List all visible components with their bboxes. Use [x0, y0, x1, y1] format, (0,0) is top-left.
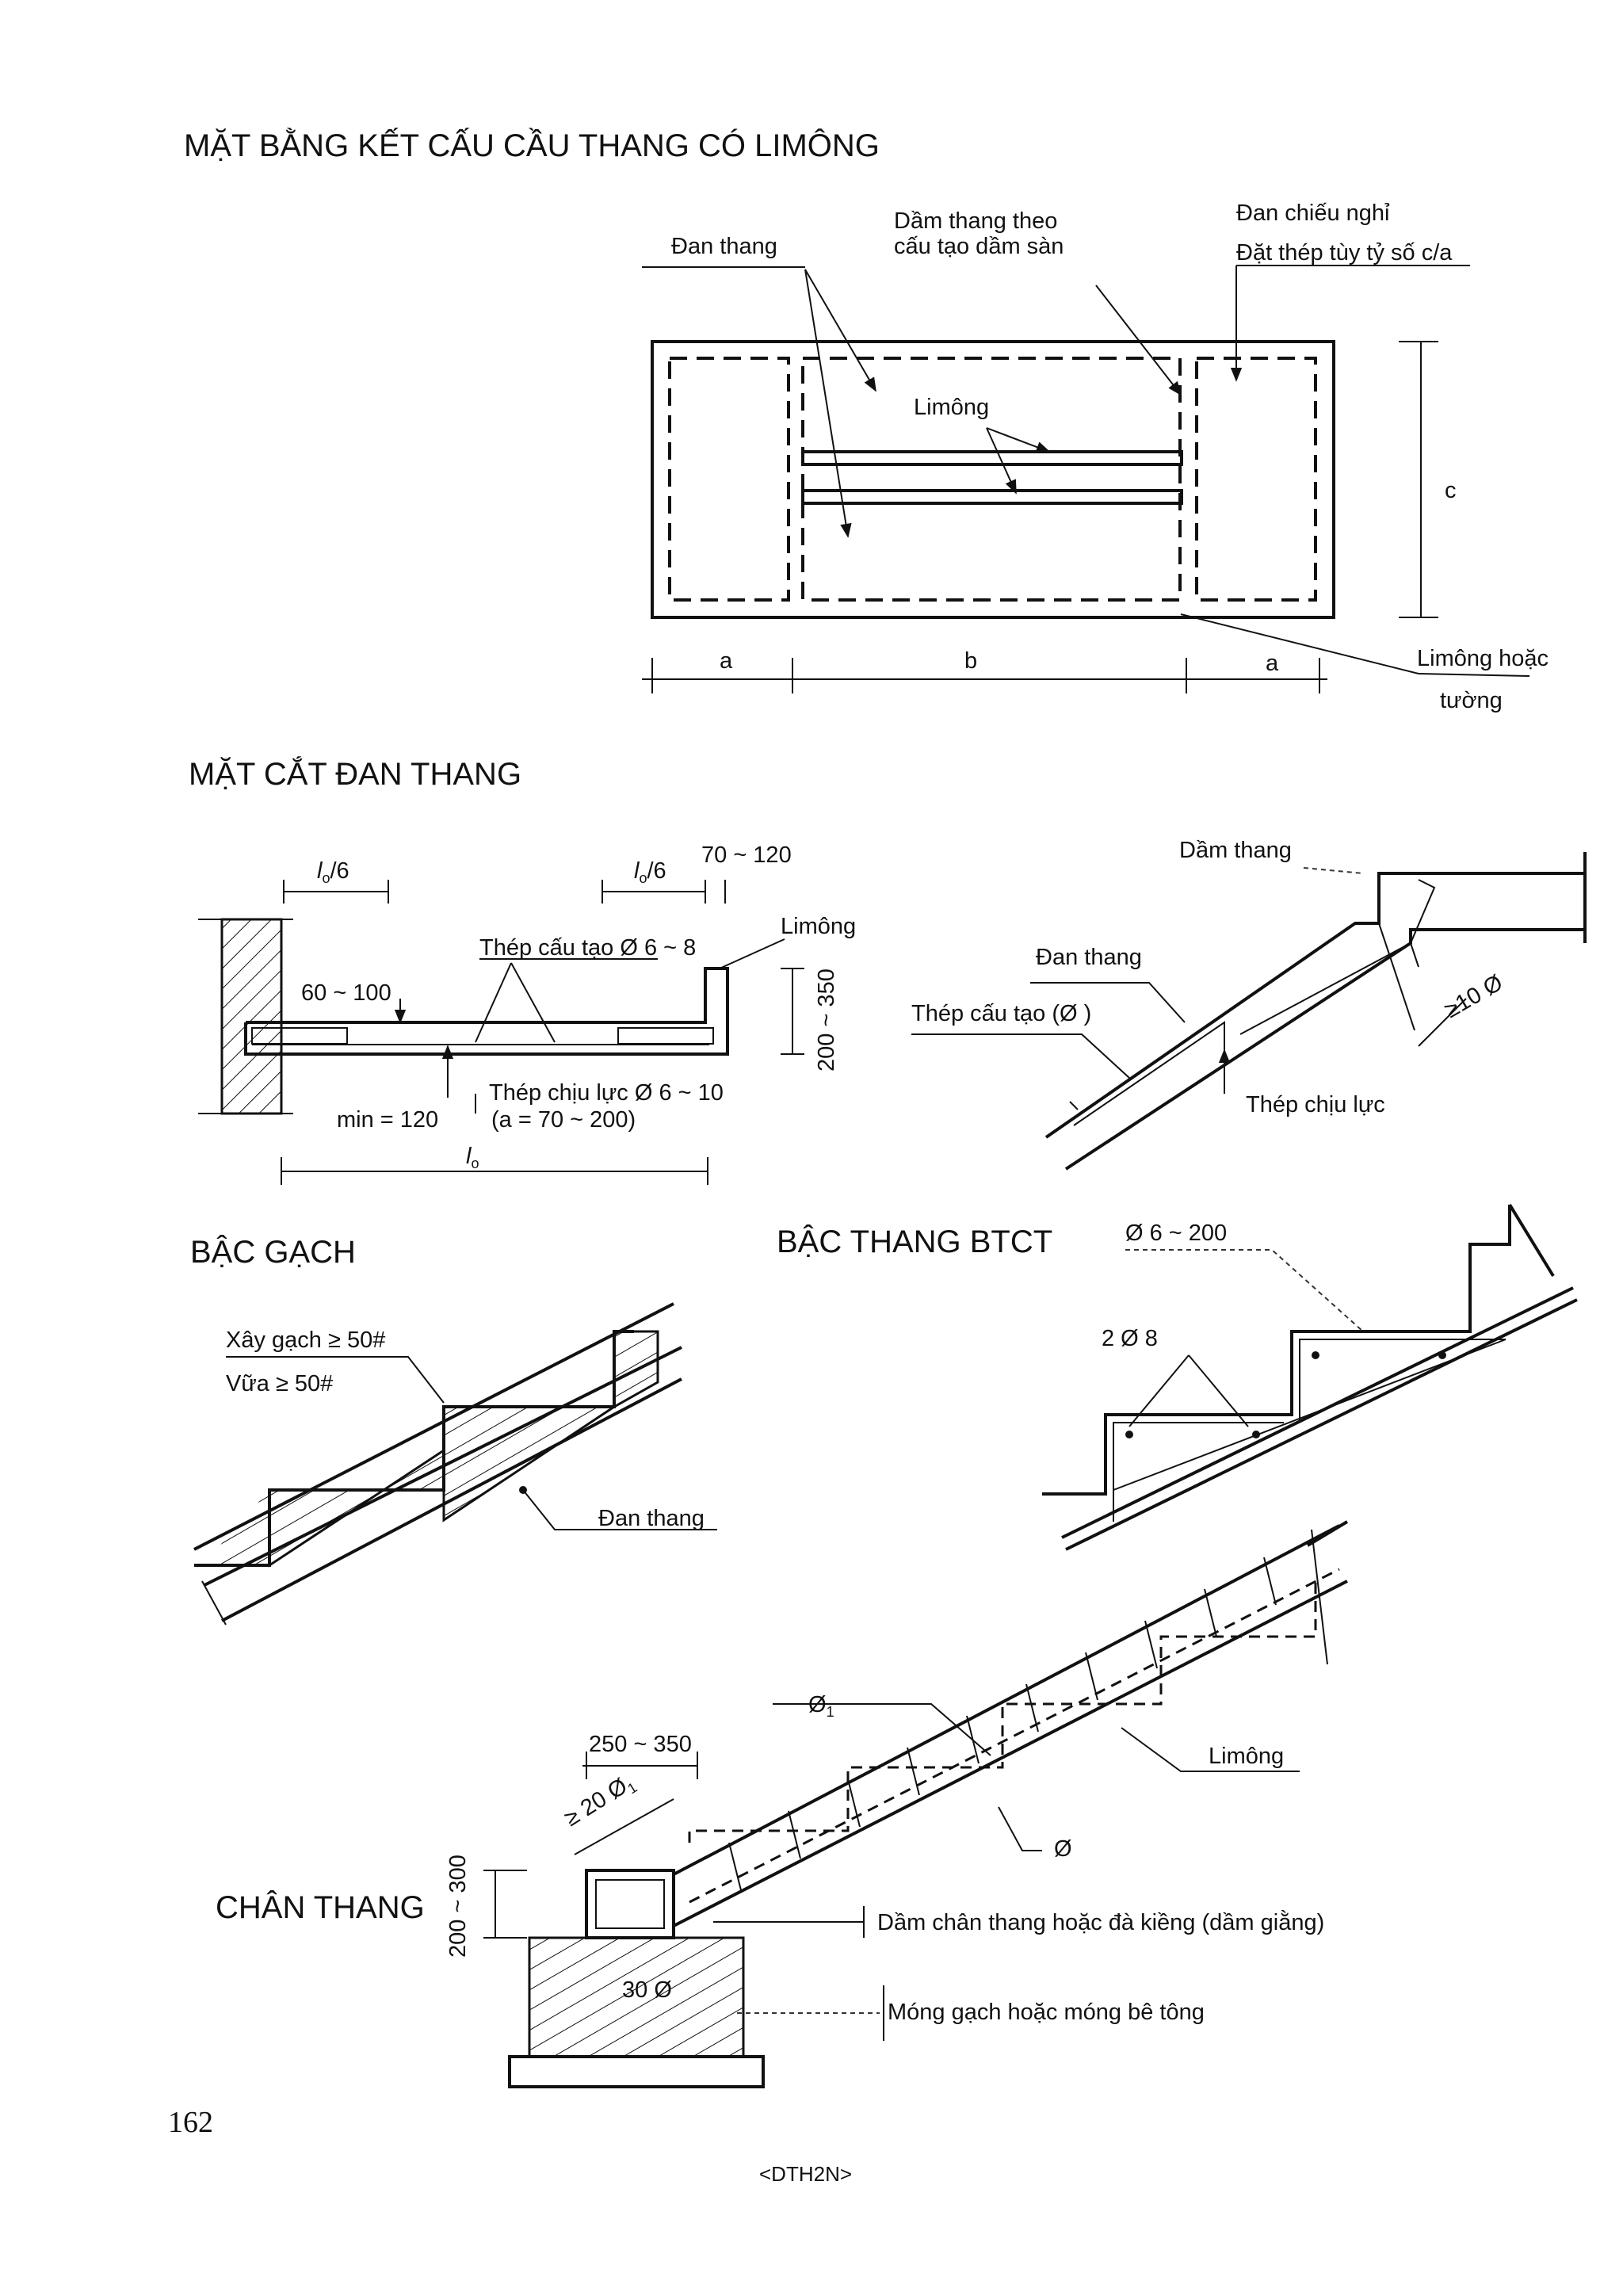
label-dan-thang: Đan thang [671, 234, 777, 259]
label-vua: Vữa ≥ 50# [226, 1371, 333, 1396]
label-limong-plan: Limông [914, 395, 989, 420]
rc-steps-drawing [1042, 1203, 1578, 1551]
label-phi1: Ø1 [808, 1692, 834, 1720]
plan-flight [801, 357, 1182, 602]
wall [220, 918, 283, 1115]
brick-title: BẬC GẠCH [190, 1234, 356, 1270]
dim-lo: lo [466, 1144, 479, 1171]
label-phi6-200: Ø 6 ~ 200 [1125, 1221, 1227, 1246]
lo6-right: lo/6 [634, 858, 666, 886]
label-thep-cau-tao-2: Thép cấu tạo (Ø ) [911, 1001, 1091, 1026]
dim-b: b [964, 648, 977, 674]
dim-60-100: 60 ~ 100 [301, 980, 391, 1006]
label-limong-section: Limông [781, 914, 856, 939]
foundation [528, 1936, 745, 2058]
plan-landing-right [1195, 357, 1317, 602]
rc-title: BẬC THANG BTCT [777, 1224, 1052, 1259]
label-limong-foot: Limông [1209, 1744, 1284, 1769]
label-30phi: 30 Ø [622, 1977, 672, 2003]
label-dan-chieu-nghi: Đan chiếu nghỉ [1236, 201, 1390, 226]
dim-a-left: a [720, 648, 733, 674]
dim-a-right: a [1266, 651, 1279, 676]
label-dat-thep: Đặt thép tùy tỷ số c/a [1236, 240, 1453, 266]
label-spacing: (a = 70 ~ 200) [491, 1107, 636, 1133]
label-dam-thang-2: cấu tạo dầm sàn [894, 234, 1064, 259]
plan-drawing [642, 265, 1530, 693]
dim-200-300: 200 ~ 300 [445, 1855, 471, 1958]
brick-steps-drawing [193, 1302, 717, 1626]
footer-tag: <DTH2N> [759, 2162, 852, 2186]
label-xay-gach: Xây gạch ≥ 50# [226, 1328, 385, 1353]
slab-outline [244, 967, 729, 1056]
foot-beam [585, 1869, 675, 1939]
label-tuong: tường [1440, 688, 1503, 713]
stair-foot-drawing [483, 1520, 1349, 2088]
dim-200-350: 200 ~ 350 [814, 968, 839, 1072]
label-thep-chiu-luc: Thép chịu lực Ø 6 ~ 10 [489, 1080, 724, 1106]
dim-250-350: 250 ~ 350 [589, 1732, 692, 1757]
section-title: MẶT CẮT ĐAN THANG [189, 755, 521, 792]
label-dam-chan: Dầm chân thang hoặc đà kiềng (dầm giằng) [877, 1909, 1324, 1935]
dim-c-label: c [1445, 478, 1457, 503]
plan-outline [651, 340, 1335, 619]
limong-beam-lower [801, 489, 1183, 505]
page-number: 162 [168, 2106, 213, 2139]
lo6-left: lo/6 [317, 858, 349, 886]
label-dan-thang-brick: Đan thang [598, 1506, 705, 1531]
plan-title: MẶT BẰNG KẾT CẤU CẦU THANG CÓ LIMÔNG [184, 127, 880, 163]
label-limong-hoac: Limông hoặc [1417, 646, 1549, 671]
label-phi: Ø [1054, 1836, 1072, 1862]
label-dam-thang: Dầm thang [1179, 838, 1292, 863]
slab-beam-detail [911, 852, 1587, 1171]
plan-landing-left [668, 357, 790, 602]
label-min-120: min = 120 [337, 1107, 438, 1133]
slab-section-drawing [198, 880, 804, 1185]
label-mong: Móng gạch hoặc móng bê tông [888, 2000, 1205, 2025]
cover-dim: 70 ~ 120 [701, 842, 792, 868]
label-thep-chiu-luc-2: Thép chịu lực [1246, 1092, 1385, 1117]
limong-beam-upper [801, 450, 1183, 466]
foundation-base [508, 2055, 765, 2088]
foot-title: CHÂN THANG [216, 1889, 425, 1925]
label-thep-cau-tao: Thép cấu tạo Ø 6 ~ 8 [479, 935, 696, 961]
label-anchor: ≥10 Ø [1441, 970, 1507, 1023]
label-2phi8: 2 Ø 8 [1102, 1326, 1158, 1351]
label-dam-thang-1: Dầm thang theo [894, 208, 1057, 234]
label-dan-thang-2: Đan thang [1036, 945, 1142, 970]
